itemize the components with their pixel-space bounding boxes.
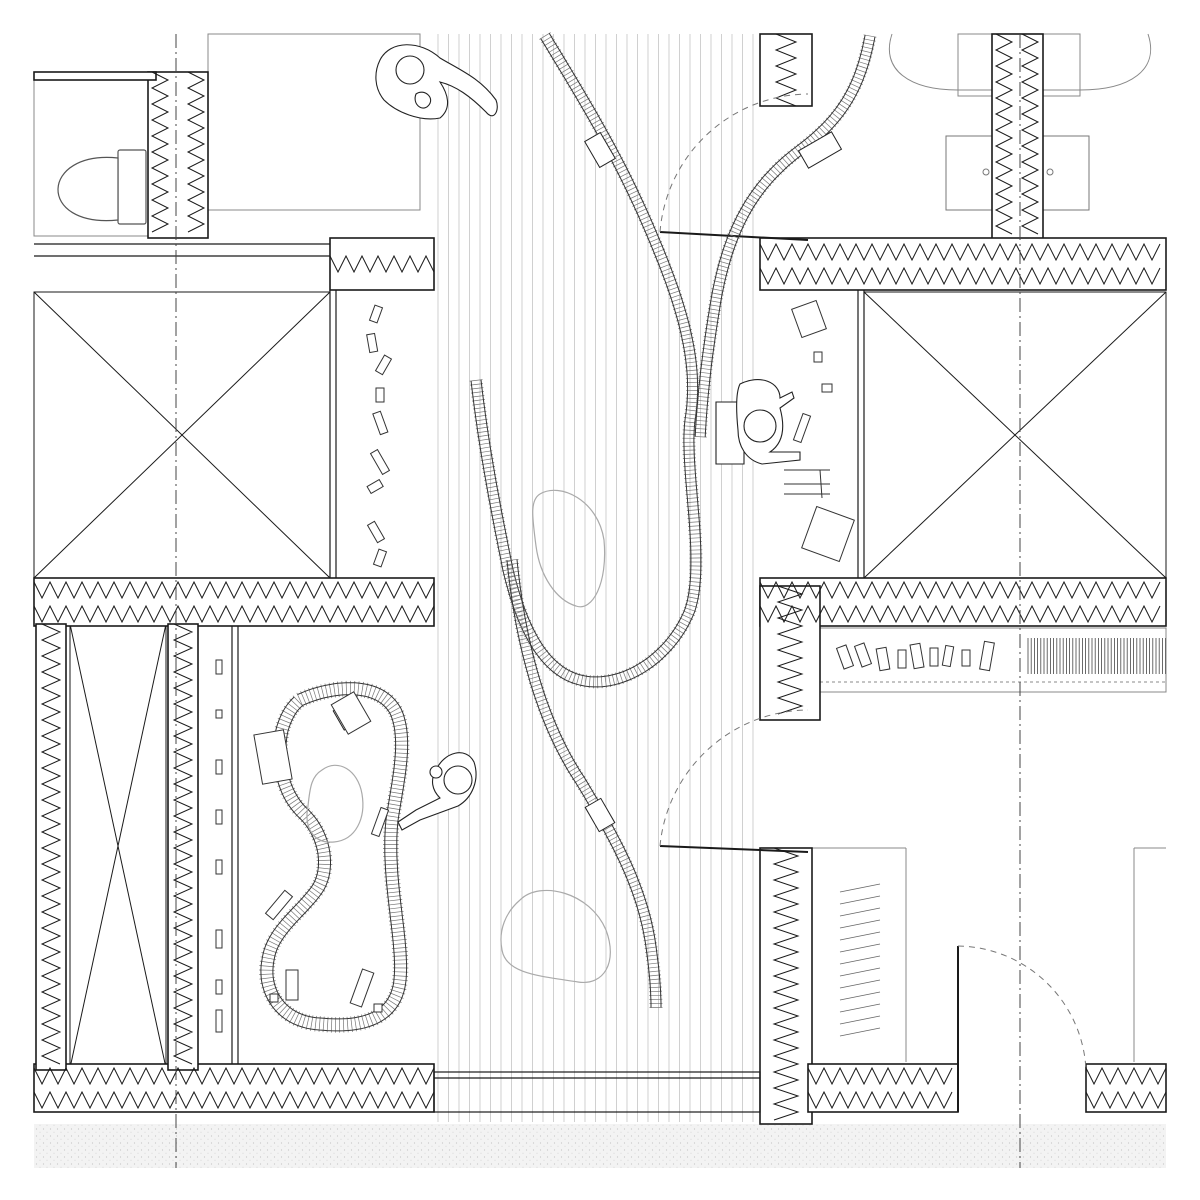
stairwell-lower-left	[69, 623, 167, 1069]
person-icon	[715, 379, 801, 465]
railway-wagon	[797, 131, 843, 169]
grid-axes	[175, 34, 1021, 1168]
model-railway-icon	[259, 32, 877, 1033]
stairwell-right	[863, 291, 1167, 579]
railway-wagon	[584, 797, 616, 833]
window-lines	[34, 231, 959, 1113]
person-icon	[375, 44, 498, 120]
stairwell-left	[33, 291, 331, 579]
stair-icon	[839, 883, 881, 1037]
railway-wagon	[584, 131, 616, 169]
ground-strip	[34, 1124, 1166, 1168]
walls	[33, 33, 1167, 1125]
toilet-icon	[57, 149, 147, 225]
floor-rugs	[306, 489, 611, 983]
door-swing-icon	[659, 93, 1087, 1071]
ledge-objects	[215, 299, 995, 1033]
lower-right-room	[812, 627, 1167, 1062]
person-icon	[397, 752, 477, 831]
slatted-rack	[1027, 638, 1166, 674]
wall-hatching	[33, 33, 1167, 1121]
central-corridor	[428, 34, 760, 1124]
